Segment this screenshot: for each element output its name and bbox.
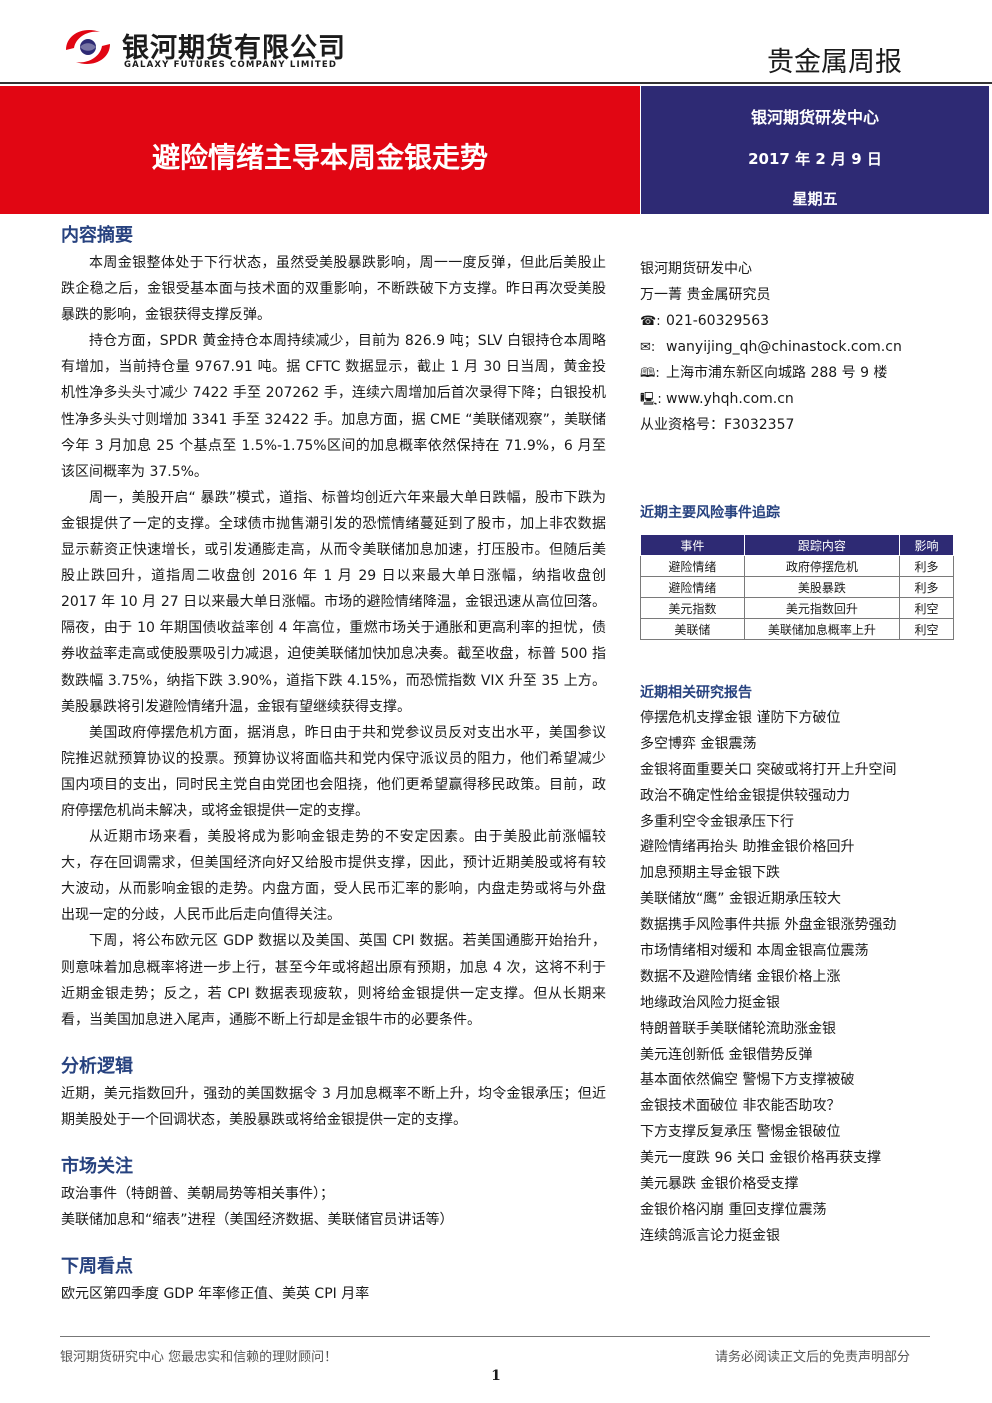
phone-number: 021-60329563 (666, 313, 770, 329)
address-text: 上海市浦东新区向城路 288 号 9 楼 (666, 365, 888, 381)
title-banner: 避险情绪主导本周金银走势 (0, 86, 640, 214)
page-header: 银河期货有限公司 GALAXY FUTURES COMPANY LIMITED … (0, 0, 992, 88)
website-link: www.yhqh.com.cn (666, 391, 794, 407)
report-title: 避险情绪主导本周金银走势 (151, 141, 488, 174)
list-item: 金银价格闪崩 重回支撑位震荡 (640, 1201, 827, 1218)
footer-slogan: 银河期货研究中心 您最忠实和信赖的理财顾问！ (60, 1350, 338, 1365)
list-item: 基本面依然偏空 警惕下方支撑被破 (640, 1072, 855, 1089)
mail-icon: ✉: (640, 340, 656, 355)
table-cell: 利空 (899, 618, 954, 640)
list-item: 数据携手风险事件共振 外盘金银涨势强劲 (640, 917, 897, 934)
risk-title: 近期主要风险事件追踪 (640, 505, 780, 521)
page-number: 1 (491, 1368, 501, 1384)
list-item: 数据不及避险情绪 金银价格上涨 (640, 968, 841, 985)
table-cell: 美联储加息概率上升 (743, 618, 901, 640)
focus-item: 政治事件（特朗普、美朝局势等相关事件）； (61, 1186, 334, 1202)
contact-analyst: 万一菁 贵金属研究员 (640, 287, 771, 303)
email-address: wanyijing_qh@chinastock.com.cn (666, 339, 902, 355)
table-cell: 避险情绪 (640, 576, 745, 598)
contact-email: ✉: wanyijing_qh@chinastock.com.cn (640, 334, 960, 360)
list-item: 连续鸽派言论力挺金银 (640, 1227, 780, 1244)
risk-header-cell: 事件 (640, 534, 745, 556)
summary-paragraph: 美国政府停摆危机方面，据消息，昨日由于共和党参议员反对支出水平，美国参议院推迟就… (61, 724, 606, 819)
summary-paragraph: 从近期市场来看，美股将成为影响金银走势的不安定因素。由于美股此前涨幅较大，存在回… (61, 829, 606, 924)
footer-disclaimer: 请务必阅读正文后的免责声明部分 (714, 1350, 910, 1365)
focus-title: 市场关注 (61, 1156, 133, 1177)
contact-phone: ☎: 021-60329563 (640, 308, 960, 334)
galaxy-logo-icon (66, 30, 110, 64)
list-item: 市场情绪相对缓和 本周金银高位震荡 (640, 943, 869, 960)
footer-divider (60, 1336, 930, 1337)
computer-icon: 🖳: (640, 392, 662, 407)
risk-table: 事件 跟踪内容 影响 避险情绪 政府停摆危机 利多 避险情绪 美股暴跌 利多 美… (640, 534, 954, 640)
list-item: 加息预期主导金银下跌 (640, 865, 780, 882)
logic-text: 近期，美元指数回升，强劲的美国数据令 3 月加息概率不断上升，均令金银承压；但近… (61, 1085, 606, 1128)
table-cell: 美元指数 (640, 597, 745, 619)
book-icon: 🕮: (640, 366, 660, 381)
list-item: 特朗普联手美联储轮流助涨金银 (640, 1020, 836, 1037)
summary-paragraph: 下周，将公布欧元区 GDP 数据以及美国、英国 CPI 数据。若美国通膨开始抬升… (61, 933, 606, 1028)
list-item: 多重利空令金银承压下行 (640, 813, 794, 830)
list-item: 美元暴跌 金银价格受支撑 (640, 1176, 799, 1193)
table-row: 美元指数 美元指数回升 利空 (640, 597, 954, 619)
sidebar: 银河期货研发中心 万一菁 贵金属研究员 ☎: 021-60329563 ✉: wan… (640, 256, 960, 1250)
table-cell: 利多 (899, 576, 954, 598)
risk-table-header: 事件 跟踪内容 影响 (640, 534, 954, 556)
list-item: 美联储放“鹰” 金银近期承压较大 (640, 891, 841, 908)
table-cell: 美联储 (640, 618, 745, 640)
research-center: 银河期货研发中心 (750, 108, 879, 127)
table-cell: 利空 (899, 597, 954, 619)
list-item: 停摆危机支撑金银 谨防下方破位 (640, 710, 841, 726)
next-week-text: 欧元区第四季度 GDP 年率修正值、美英 CPI 月率 (61, 1286, 370, 1303)
table-row: 避险情绪 美股暴跌 利多 (640, 576, 954, 598)
summary-title: 内容摘要 (61, 225, 133, 246)
summary-paragraph: 持仓方面，SPDR 黄金持仓本周持续减少，目前为 826.9 吨；SLV 白银持… (61, 333, 606, 480)
list-item: 多空博弈 金银震荡 (640, 735, 757, 752)
info-banner: 银河期货研发中心 2017 年 2 月 9 日 星期五 (641, 86, 989, 214)
list-item: 美元一度跌 96 关口 金银价格再获支撑 (640, 1150, 882, 1167)
company-name-en: GALAXY FUTURES COMPANY LIMITED (124, 60, 338, 70)
report-type: 贵金属周报 (767, 47, 902, 78)
table-cell: 美股暴跌 (743, 576, 901, 598)
list-item: 政治不确定性给金银提供较强动力 (640, 787, 850, 804)
list-item: 金银技术面破位 非农能否助攻？ (640, 1098, 841, 1115)
list-item: 下方支撑反复承压 警惕金银破位 (640, 1124, 841, 1141)
list-item: 避险情绪再抬头 助推金银价格回升 (640, 839, 855, 856)
phone-icon: ☎: (640, 314, 661, 329)
report-date: 2017 年 2 月 9 日 (748, 150, 882, 168)
summary-paragraph: 本周金银整体处于下行状态，虽然受美股暴跌影响，周一一度反弹，但此后美股止跌企稳之… (61, 255, 606, 324)
table-cell: 利多 (899, 555, 954, 577)
table-cell: 避险情绪 (640, 555, 745, 577)
main-content: 内容摘要 本周金银整体处于下行状态，虽然受美股暴跌影响，周一一度反弹，但此后美股… (61, 222, 606, 1307)
logic-title: 分析逻辑 (61, 1055, 133, 1077)
table-row: 美联储 美联储加息概率上升 利空 (640, 618, 954, 640)
risk-header-cell: 影响 (899, 534, 954, 556)
contact-org: 银河期货研发中心 (640, 261, 752, 277)
focus-item: 美联储加息和“缩表”进程（美国经济数据、美联储官员讲话等） (61, 1212, 454, 1229)
table-cell: 美元指数回升 (743, 597, 901, 619)
reports-title: 近期相关研究报告 (640, 685, 752, 701)
list-item: 地缘政治风险力挺金银 (640, 994, 780, 1011)
list-item: 美元连创新低 金银借势反弹 (640, 1046, 813, 1063)
list-item: 金银将面重要关口 突破或将打开上升空间 (640, 761, 897, 778)
summary-paragraph: 周一，美股开启“ 暴跌”模式，道指、标普均创近六年来最大单日跌幅，股市下跌为金银… (61, 489, 606, 715)
risk-header-cell: 跟踪内容 (743, 534, 901, 556)
header-divider (0, 82, 992, 84)
contact-website: 🖳: www.yhqh.com.cn (640, 386, 960, 412)
table-row: 避险情绪 政府停摆危机 利多 (640, 555, 954, 577)
report-weekday: 星期五 (792, 190, 838, 208)
company-name-cn: 银河期货有限公司 (122, 33, 346, 64)
table-cell: 政府停摆危机 (743, 555, 901, 577)
contact-address: 🕮: 上海市浦东新区向城路 288 号 9 楼 (640, 360, 960, 386)
next-week-title: 下周看点 (61, 1256, 133, 1278)
contact-license: 从业资格号：F3032357 (640, 417, 795, 433)
